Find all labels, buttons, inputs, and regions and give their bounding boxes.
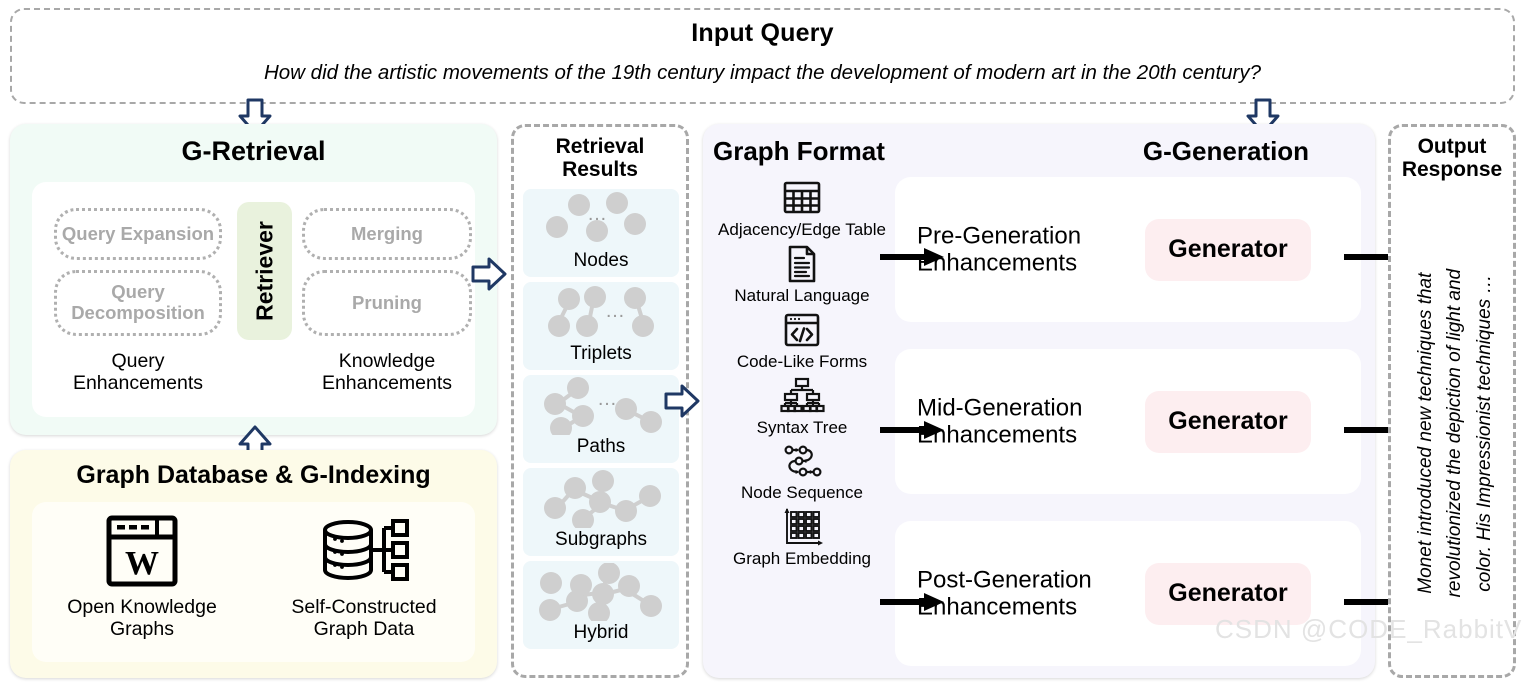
merging-label: Merging (351, 222, 423, 244)
pruning-label: Pruning (352, 291, 422, 313)
graph-format-item[interactable]: Graph Embedding (709, 505, 895, 568)
list-item-label: Subgraphs (555, 529, 647, 550)
output-response-text: Monet introduced new techniques that rev… (1391, 193, 1519, 673)
wikipedia-window-icon: W (42, 510, 242, 592)
retrieval-results-title: Retrieval Results (514, 135, 686, 181)
list-item-label: Nodes (573, 250, 629, 271)
query-expansion-box[interactable]: Query Expansion (54, 208, 222, 260)
pre-generation-label: Pre-Generation Enhancements (917, 221, 1082, 277)
graph-database-inner: W Open Knowledge Graphs (32, 502, 475, 662)
input-query-panel: Input Query How did the artistic movemen… (10, 8, 1515, 104)
list-item[interactable]: … Nodes (523, 189, 679, 277)
embedding-matrix-icon (780, 505, 824, 549)
triplets-icon: … (531, 282, 671, 344)
list-item[interactable]: … Triplets (523, 282, 679, 370)
node-sequence-icon (777, 439, 827, 483)
paths-icon: … (531, 375, 671, 437)
generator-pill[interactable]: Generator (1145, 390, 1311, 453)
graph-format-list: Adjacency/Edge Table (709, 176, 895, 571)
subgraph-icon (531, 468, 671, 530)
post-generation-row: Post-Generation Enhancements Generator (895, 521, 1361, 666)
g-retrieval-inner: Query Expansion Query Decomposition Retr… (32, 182, 475, 417)
retrieval-results-list: … Nodes … (523, 189, 679, 654)
table-icon (782, 176, 822, 220)
self-constructed-graph-label: Self-Constructed Graph Data (291, 596, 437, 641)
query-expansion-label: Query Expansion (61, 222, 215, 244)
self-constructed-graph-item[interactable]: Self-Constructed Graph Data (264, 510, 464, 641)
input-query-text: How did the artistic movements of the 19… (263, 61, 1262, 84)
arrow-to-post-generation (880, 592, 944, 617)
arrow-to-pre-generation (880, 247, 944, 272)
graph-format-item[interactable]: Code-Like Forms (709, 308, 895, 371)
retrieval-results-panel: Retrieval Results … Nodes (511, 124, 689, 678)
g-retrieval-title: G-Retrieval (181, 136, 326, 166)
knowledge-enhancements-caption: Knowledge Enhancements (321, 350, 453, 395)
open-knowledge-graphs-label: Open Knowledge Graphs (67, 596, 217, 641)
graph-database-title: Graph Database & G-Indexing (76, 461, 431, 489)
output-line: color. His Impressionist techniques … (1473, 274, 1495, 592)
svg-text:W: W (125, 545, 159, 582)
retriever-label: Retriever (251, 221, 277, 321)
graph-format-label: Natural Language (734, 285, 870, 305)
graph-database-panel: Graph Database & G-Indexing W Open Knowl… (10, 450, 497, 678)
nodes-cluster-icon: … (531, 189, 671, 251)
pruning-box[interactable]: Pruning (302, 270, 472, 336)
generator-pill[interactable]: Generator (1145, 562, 1311, 625)
merging-box[interactable]: Merging (302, 208, 472, 260)
list-item[interactable]: Subgraphs (523, 468, 679, 556)
retrieval-results-title-line1: Retrieval (555, 135, 645, 158)
query-enhancements-caption: Query Enhancements (72, 350, 204, 395)
open-knowledge-graphs-item[interactable]: W Open Knowledge Graphs (42, 510, 242, 641)
graph-format-item[interactable]: Adjacency/Edge Table (709, 176, 895, 239)
list-item-label: Triplets (570, 343, 632, 364)
output-response-title: Output Response (1391, 135, 1513, 181)
code-window-icon (782, 308, 822, 352)
graph-format-item[interactable]: Natural Language (709, 242, 895, 305)
output-line: Monet introduced new techniques that (1414, 272, 1436, 594)
mid-generation-row: Mid-Generation Enhancements Generator (895, 349, 1361, 494)
graph-format-item[interactable]: Syntax Tree (709, 374, 895, 437)
graph-format-item[interactable]: Node Sequence (709, 439, 895, 502)
output-line: revolutionized the depiction of light an… (1444, 268, 1466, 598)
arrow-right-to-format (663, 382, 701, 420)
tree-hierarchy-icon (779, 374, 825, 418)
output-response-title-line1: Output (1417, 135, 1487, 158)
generator-pill[interactable]: Generator (1145, 218, 1311, 281)
pre-generation-row: Pre-Generation Enhancements Generator (895, 177, 1361, 322)
query-decomposition-label: Query Decomposition (71, 281, 205, 323)
arrow-to-mid-generation (880, 420, 944, 445)
graph-format-label: Syntax Tree (756, 417, 848, 437)
hybrid-graph-icon (531, 561, 671, 623)
database-tree-icon (264, 510, 464, 592)
retrieval-results-title-line2: Results (562, 158, 638, 182)
g-generation-title: G-Generation (1142, 136, 1310, 166)
graph-format-title: Graph Format (713, 136, 885, 166)
document-icon (784, 242, 820, 286)
list-item[interactable]: … Paths (523, 375, 679, 463)
output-response-panel: Output Response Monet introduced new tec… (1388, 124, 1516, 678)
list-item-label: Paths (576, 436, 626, 457)
query-decomposition-box[interactable]: Query Decomposition (54, 270, 222, 336)
svg-text:…: … (587, 203, 607, 225)
list-item[interactable]: Hybrid (523, 561, 679, 649)
svg-text:…: … (597, 388, 617, 410)
arrow-right-to-results (470, 255, 508, 293)
graph-format-label: Node Sequence (741, 483, 863, 503)
mid-generation-label: Mid-Generation Enhancements (917, 393, 1083, 449)
graph-format-label: Graph Embedding (733, 549, 871, 569)
retriever-box[interactable]: Retriever (237, 202, 292, 340)
graph-format-label: Code-Like Forms (736, 351, 868, 371)
graph-format-generation-panel: Graph Format G-Generation (703, 124, 1375, 678)
post-generation-label: Post-Generation Enhancements (917, 565, 1092, 621)
graph-format-label: Adjacency/Edge Table (718, 220, 886, 239)
output-response-title-line2: Response (1401, 158, 1503, 182)
svg-text:…: … (605, 300, 625, 322)
input-query-title: Input Query (691, 19, 834, 47)
list-item-label: Hybrid (573, 622, 629, 643)
g-retrieval-panel: G-Retrieval Query Expansion Query Decomp… (10, 124, 497, 435)
